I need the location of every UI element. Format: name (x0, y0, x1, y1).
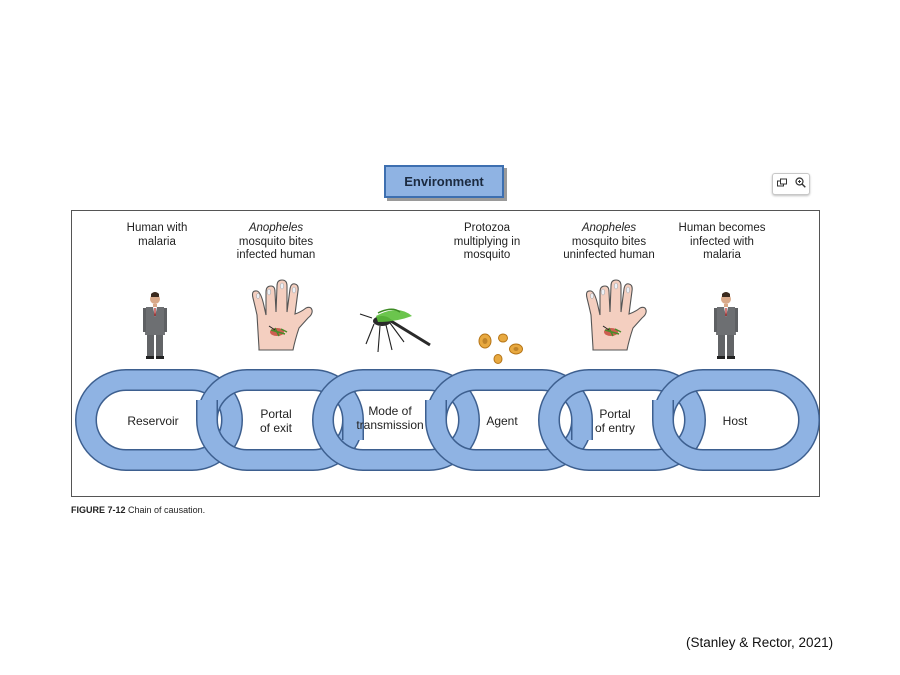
link-label-portal-entry-2: of entry (595, 421, 635, 435)
link-label-portal-exit-1: Portal (260, 407, 291, 421)
mosquito-icon (359, 308, 431, 353)
link-label-host: Host (723, 414, 748, 428)
source-citation: (Stanley & Rector, 2021) (686, 635, 834, 650)
link-label-reservoir: Reservoir (127, 414, 178, 428)
figure-caption: FIGURE 7-12 Chain of causation. (71, 505, 205, 515)
chain-link-portal-entry (538, 369, 706, 471)
chain-link-reservoir (75, 369, 243, 471)
figure-title: Chain of causation. (128, 505, 206, 515)
zoom-in-icon[interactable] (794, 177, 806, 191)
link-label-portal-entry-1: Portal (599, 407, 630, 421)
link-label-mode-2: transmission (356, 418, 423, 432)
environment-button[interactable]: Environment (384, 165, 504, 198)
figure-toolbar (772, 173, 810, 195)
protozoa-icon (478, 333, 523, 364)
link-label-mode-1: Mode of (368, 404, 412, 418)
chain-link-mode-transmission (312, 369, 480, 471)
link-label-agent: Agent (486, 414, 518, 428)
link-label-portal-exit-2: of exit (260, 421, 293, 435)
compare-icon[interactable] (776, 178, 788, 191)
figure-number: FIGURE 7-12 (71, 505, 126, 515)
